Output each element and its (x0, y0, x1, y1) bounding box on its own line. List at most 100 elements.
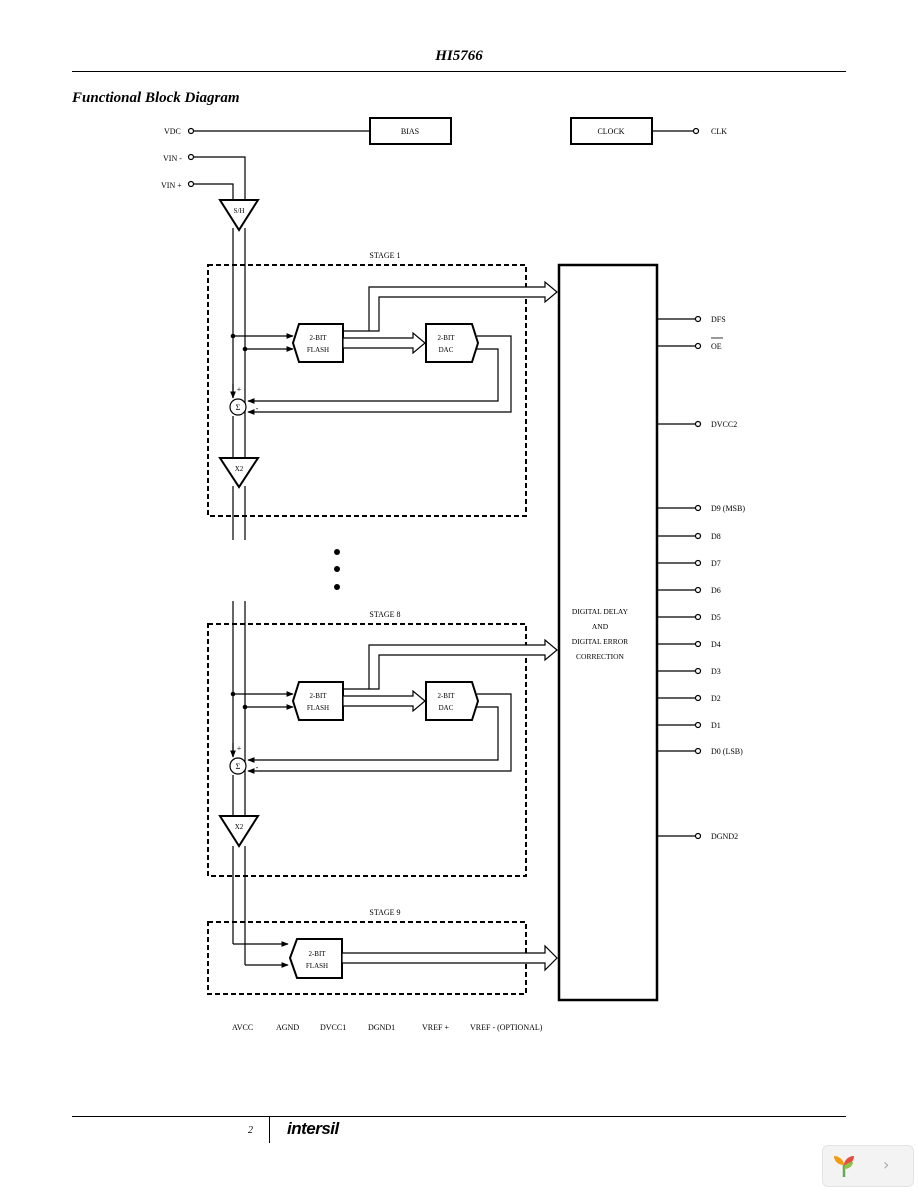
output-pin: DFS (657, 315, 726, 324)
output-pin-label: D3 (711, 667, 721, 676)
viewer-logo-icon (834, 1156, 854, 1178)
stage-1-flash: 2-BIT FLASH (291, 323, 344, 363)
vin-minus-label: VIN - (163, 154, 182, 163)
stage-8-dac-line2: DAC (439, 704, 454, 712)
stage-8-label: STAGE 8 (369, 610, 400, 619)
stage-9-flash: 2-BIT FLASH (288, 938, 343, 979)
stage-1-x2-label: X2 (235, 465, 244, 473)
digital-correction-block: DIGITAL DELAY AND DIGITAL ERROR CORRECTI… (557, 263, 659, 1002)
output-pin-label: DVCC2 (711, 420, 737, 429)
output-pin-label: D4 (711, 640, 721, 649)
stage-8-plus: + (237, 744, 242, 753)
output-pin: DGND2 (657, 832, 738, 841)
stage-8-x2-amplifier: X2 (218, 815, 260, 848)
stage-1-flash-line1: 2-BIT (309, 334, 327, 342)
input-vin-minus: VIN - (163, 153, 246, 202)
footer-rule (72, 1116, 846, 1117)
footer-separator (269, 1117, 270, 1143)
digital-line3: DIGITAL ERROR (572, 637, 628, 646)
stage-8-minus: - (256, 763, 259, 772)
bias-block: BIAS (369, 117, 452, 145)
digital-line4: CORRECTION (576, 652, 625, 661)
stage-1-x2-amplifier: X2 (218, 457, 260, 489)
stage-1: STAGE 1 2-BIT FLASH 2-BIT DAC Σ + - X2 (207, 251, 558, 517)
intersil-logo: intersil (287, 1119, 339, 1138)
signal-path (232, 228, 246, 965)
document-viewer-widget[interactable]: › (822, 1145, 914, 1187)
stage-1-label: STAGE 1 (369, 251, 400, 260)
supply-pin-label: DGND1 (368, 1023, 395, 1032)
output-pin-label: D5 (711, 613, 721, 622)
stage-1-plus: + (237, 385, 242, 394)
stage-1-summing-junction: Σ + - (229, 385, 259, 416)
stage-8-flash-line2: FLASH (307, 704, 329, 712)
stage-8-dac-line1: 2-BIT (437, 692, 455, 700)
output-pin: D5 (657, 613, 721, 622)
digital-line2: AND (592, 622, 609, 631)
stage-8-sum-symbol: Σ (236, 762, 241, 771)
vin-plus-label: VIN + (161, 181, 182, 190)
supply-pin-label: DVCC1 (320, 1023, 346, 1032)
output-pin-label: D1 (711, 721, 721, 730)
stage-1-dac-line1: 2-BIT (437, 334, 455, 342)
output-pin: D3 (657, 667, 721, 676)
stage-9-flash-line1: 2-BIT (308, 950, 326, 958)
sample-hold-amplifier: S/H (218, 199, 260, 232)
output-pin-label: D9 (MSB) (711, 504, 745, 513)
supply-pins: AVCC AGND DVCC1 DGND1 VREF + VREF - (OPTIONAL… (232, 1023, 543, 1032)
stage-1-dac: 2-BIT DAC (425, 323, 480, 363)
input-vin-plus: VIN + (161, 180, 234, 202)
stage-1-dac-line2: DAC (439, 346, 454, 354)
stage-1-sum-symbol: Σ (236, 403, 241, 412)
clock-label: CLOCK (597, 127, 624, 136)
stage-9-label: STAGE 9 (369, 908, 400, 917)
supply-pin-label: AGND (276, 1023, 299, 1032)
stage-1-flash-line2: FLASH (307, 346, 329, 354)
supply-pin-label: VREF + (422, 1023, 449, 1032)
stage-9-flash-line2: FLASH (306, 962, 328, 970)
output-pin: OE (657, 342, 722, 351)
sh-label: S/H (234, 207, 245, 215)
output-pin: D0 (LSB) (657, 747, 743, 756)
stage-1-minus: - (256, 404, 259, 413)
output-pin-label: D7 (711, 559, 721, 568)
output-pin: D4 (657, 640, 721, 649)
output-pin: D8 (657, 532, 721, 541)
stage-8-flash-line1: 2-BIT (309, 692, 327, 700)
supply-pin-label: AVCC (232, 1023, 253, 1032)
input-vdc: VDC (164, 127, 370, 136)
output-pin-label: OE (711, 342, 722, 351)
output-pin-label: DGND2 (711, 832, 738, 841)
next-arrow-icon[interactable]: › (883, 1155, 890, 1174)
stage-8: STAGE 8 2-BIT FLASH 2-BIT DAC Σ + - X2 (207, 610, 558, 877)
document-header-title: HI5766 (435, 48, 483, 64)
stage-8-flash: 2-BIT FLASH (291, 681, 344, 721)
output-pin-label: D0 (LSB) (711, 747, 743, 756)
output-pin: D1 (657, 721, 721, 730)
section-title: Functional Block Diagram (72, 90, 240, 106)
stage-9: STAGE 9 2-BIT FLASH (207, 908, 558, 995)
clock-block: CLOCK CLK (570, 117, 727, 145)
digital-line1: DIGITAL DELAY (572, 607, 629, 616)
output-pin-label: DFS (711, 315, 726, 324)
output-pin-label: D8 (711, 532, 721, 541)
stage-8-summing-junction: Σ + - (229, 744, 259, 775)
page-number: 2 (248, 1125, 253, 1136)
intermediate-stages-ellipsis (334, 549, 340, 590)
stage-8-dac: 2-BIT DAC (425, 681, 480, 721)
header-rule (72, 71, 846, 72)
output-pin: DVCC2 (657, 420, 737, 429)
stage-8-x2-label: X2 (235, 823, 244, 831)
output-pin-label: D2 (711, 694, 721, 703)
clk-label: CLK (711, 127, 727, 136)
output-pin: D7 (657, 559, 721, 568)
output-pin: D6 (657, 586, 721, 595)
supply-pin-label: VREF - (OPTIONAL) (470, 1023, 543, 1032)
vdc-label: VDC (164, 127, 181, 136)
bias-label: BIAS (401, 127, 419, 136)
output-pin: D9 (MSB) (657, 504, 745, 513)
output-pin: D2 (657, 694, 721, 703)
output-pin-label: D6 (711, 586, 721, 595)
